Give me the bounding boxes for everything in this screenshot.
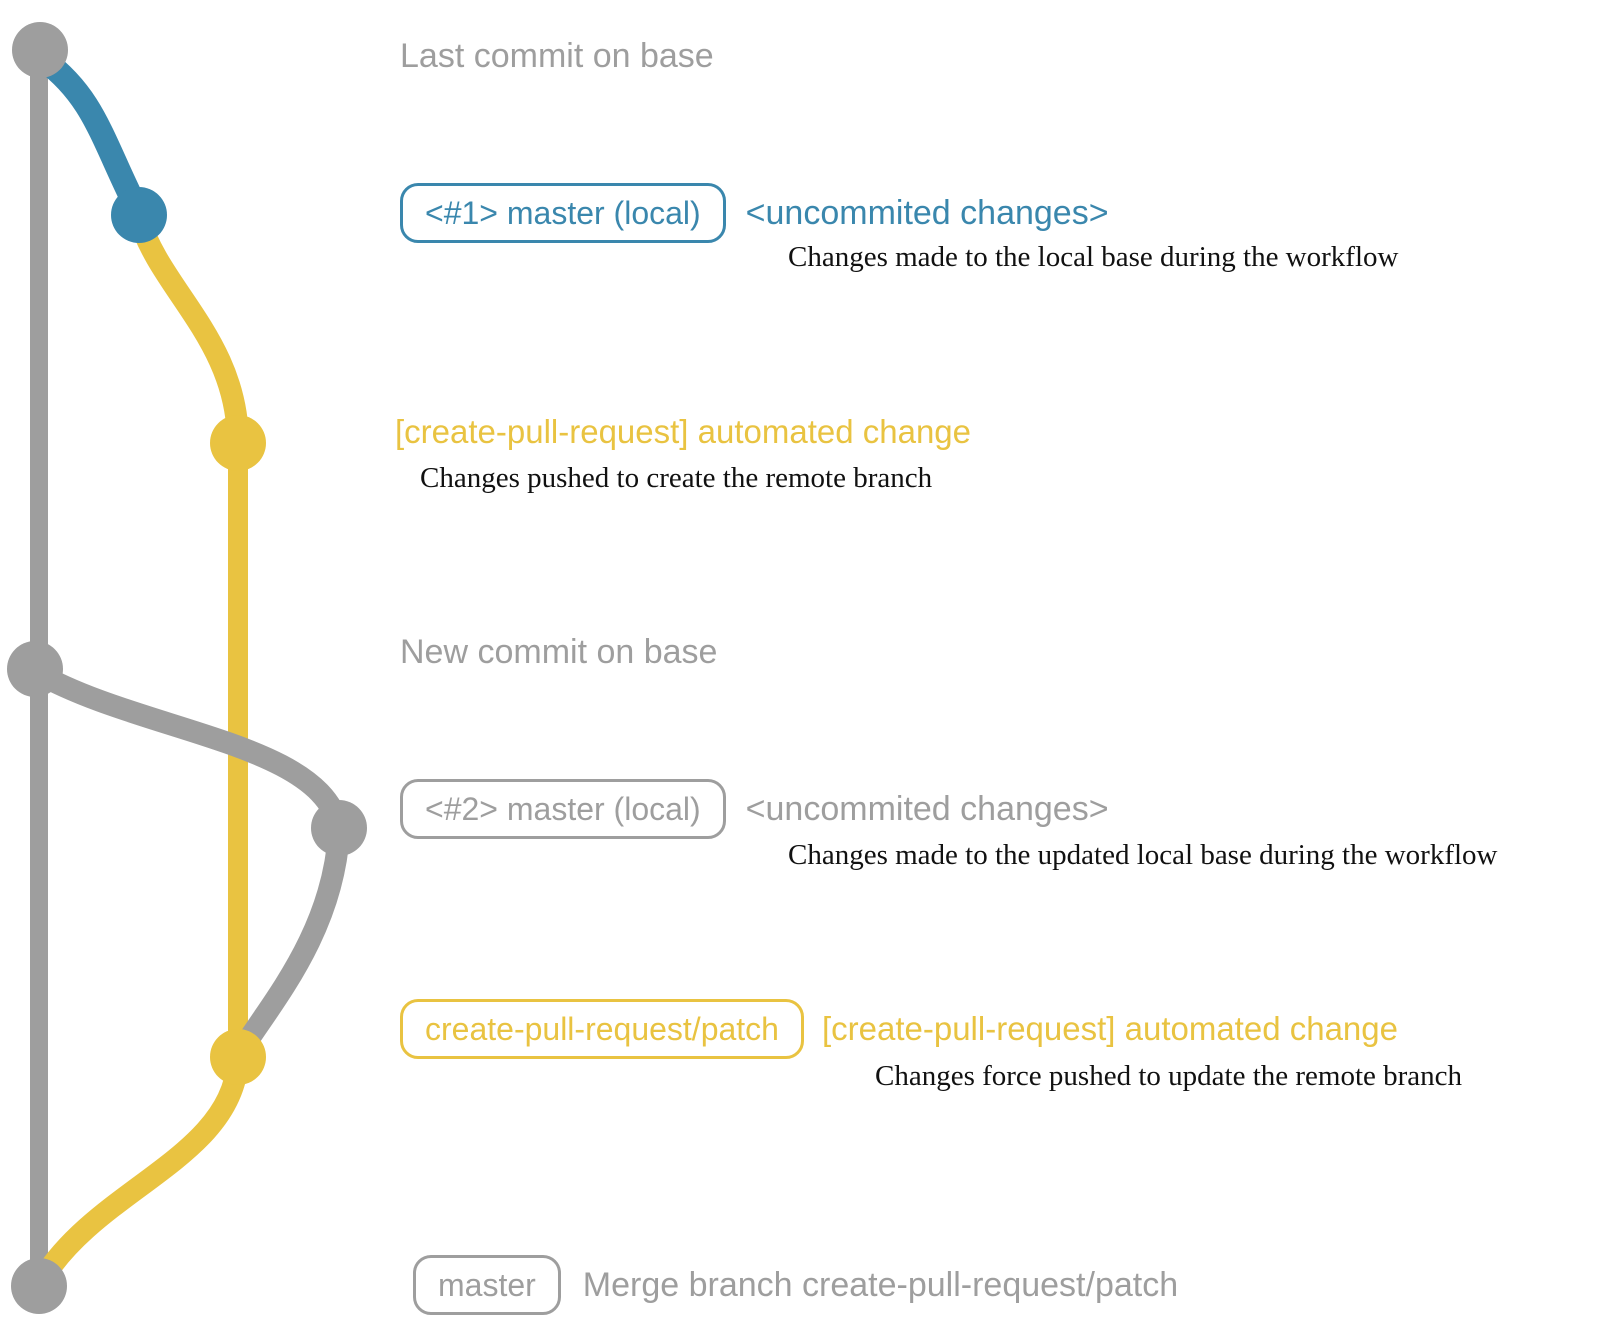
patch-commit-1-note: Changes pushed to create the remote bran… (420, 462, 933, 494)
commit-node-patch-2 (210, 1029, 266, 1085)
local-branch-curve-1 (32, 48, 151, 225)
local-branch-curve-2 (25, 661, 350, 839)
patch-branch-curve-top (128, 207, 249, 454)
patch-commit-1-title: [create-pull-request] automated change (395, 413, 972, 450)
local-commit-2-note: Changes made to the updated local base d… (788, 839, 1498, 871)
master-branch-pill: master (413, 1255, 561, 1316)
commit-node-local-2 (311, 800, 367, 856)
patch-commit-2-title: [create-pull-request] automated change (821, 1010, 1398, 1048)
new-commit-heading: New commit on base (400, 633, 718, 671)
commit-node-last-base (12, 22, 68, 78)
merge-commit-row: master Merge branch create-pull-request/… (413, 1255, 1179, 1316)
patch-commit-2-note: Changes force pushed to update the remot… (875, 1060, 1463, 1092)
local-branch-rebase-curve (232, 821, 350, 1059)
local-commit-1-title: <uncommited changes> (745, 193, 1109, 232)
local-commit-2-title: <uncommited changes> (745, 789, 1109, 828)
merge-commit-title: Merge branch create-pull-request/patch (582, 1265, 1179, 1304)
patch-branch-merge-curve (31, 1049, 249, 1291)
local-commit-1-row: <#1> master (local) <uncommited changes> (400, 183, 1109, 244)
last-commit-heading: Last commit on base (400, 37, 714, 75)
local-commit-2-branch-pill: <#2> master (local) (400, 779, 726, 840)
commit-node-local-1 (111, 187, 167, 243)
commit-node-patch-1 (210, 415, 266, 471)
local-commit-2-row: <#2> master (local) <uncommited changes> (400, 779, 1109, 840)
patch-commit-2-row: create-pull-request/patch [create-pull-r… (400, 999, 1398, 1060)
local-commit-1-branch-pill: <#1> master (local) (400, 183, 726, 244)
commit-node-new-base (7, 641, 63, 697)
local-commit-1-note: Changes made to the local base during th… (788, 241, 1399, 273)
patch-branch-pill: create-pull-request/patch (400, 999, 804, 1060)
commit-node-merge (11, 1258, 67, 1314)
